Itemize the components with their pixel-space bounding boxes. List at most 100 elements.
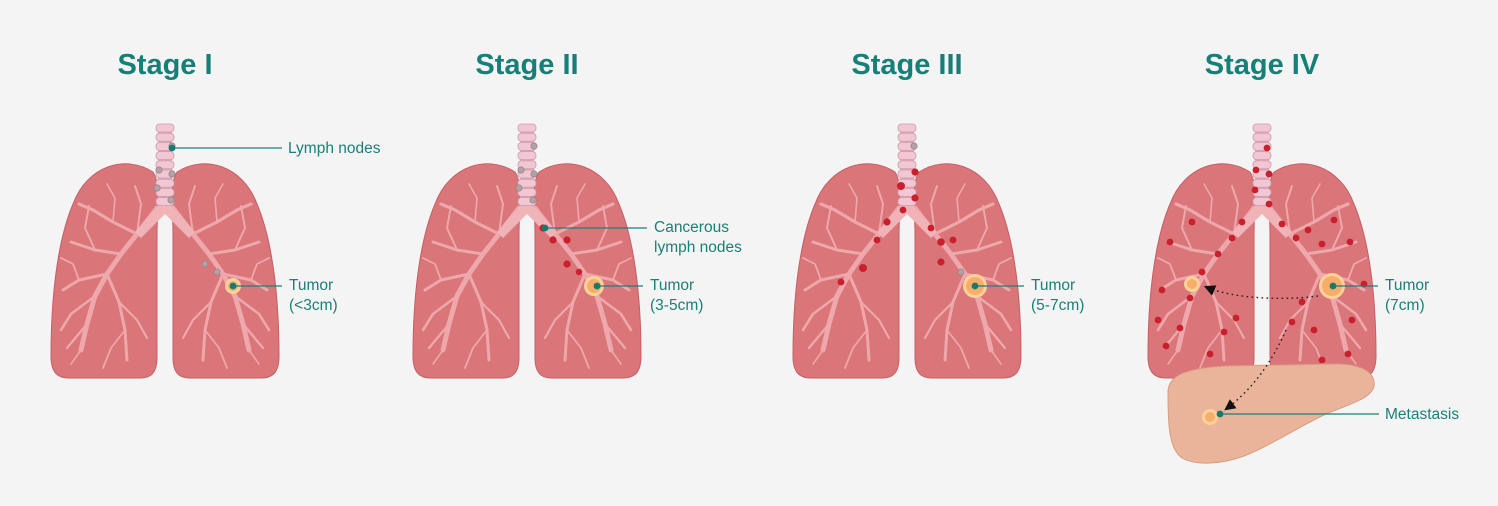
bronchial-branch xyxy=(105,272,129,362)
label-tumor-4-line: (7cm) xyxy=(1385,297,1425,314)
bronchial-branch xyxy=(1338,322,1362,350)
bronchial-branch xyxy=(60,257,80,281)
metastatic-node xyxy=(1162,342,1170,350)
lymph-node xyxy=(837,278,845,286)
bronchial-branch xyxy=(1298,272,1322,362)
trachea-ring xyxy=(897,188,917,197)
trachea-ring xyxy=(897,151,917,161)
label-tumor-2-line: Tumor xyxy=(650,277,694,294)
trachea-ring xyxy=(155,151,175,161)
bronchial-branch xyxy=(117,300,149,340)
lungs-stage-3 xyxy=(792,123,1022,379)
bronchial-branch xyxy=(1285,185,1293,235)
lymph-node xyxy=(859,264,867,272)
bronchial-branch xyxy=(956,183,966,223)
tumor-3-dot xyxy=(971,282,979,290)
bronchial-branch xyxy=(422,257,442,281)
trachea-ring xyxy=(155,123,175,133)
stage-title: Stage I xyxy=(117,49,212,81)
bronchial-branch xyxy=(201,272,225,362)
lymph-node xyxy=(201,260,209,268)
lungs-stage-1 xyxy=(50,123,280,379)
lymph-node xyxy=(549,236,557,244)
label-tumor-4: Tumor(7cm) xyxy=(1385,277,1429,314)
bronchial-branch xyxy=(1347,257,1367,281)
trachea-ring xyxy=(1252,178,1272,188)
bronchial-branch xyxy=(1330,294,1368,332)
bronchial-branch xyxy=(930,185,938,235)
label-tumor-3: Tumor(5-7cm) xyxy=(1031,277,1084,314)
trachea-ring xyxy=(1252,151,1272,161)
metastatic-node xyxy=(1220,328,1228,336)
metastatic-node xyxy=(1346,238,1354,246)
bronchial-branch xyxy=(181,300,213,340)
bronchial-branch xyxy=(844,329,868,369)
lymph-node xyxy=(530,142,538,150)
tumor-4-dot xyxy=(1329,282,1337,290)
metastatic-node xyxy=(1214,250,1222,258)
bronchial-branch xyxy=(923,300,955,340)
metastatic-node xyxy=(1348,316,1356,324)
label-metastasis: Metastasis xyxy=(1385,406,1459,423)
stage-title: Stage II xyxy=(475,49,578,81)
bronchial-branch xyxy=(439,202,501,236)
lymph-node xyxy=(910,142,918,150)
bronchial-branch xyxy=(467,272,491,362)
lymph-node xyxy=(153,184,161,192)
lymph-node xyxy=(529,196,537,204)
trachea-ring xyxy=(1252,132,1272,142)
metastatic-node xyxy=(1265,170,1273,178)
lymph-node xyxy=(957,268,965,276)
left-lung xyxy=(50,163,159,379)
bronchial-branch xyxy=(1288,202,1350,236)
label-lymph-nodes: Lymph nodes xyxy=(288,140,381,157)
spread-arrow-lung xyxy=(1203,285,1319,300)
lymph-node xyxy=(883,218,891,226)
lungs-stage-4 xyxy=(1147,123,1377,379)
metastatic-node xyxy=(1206,350,1214,358)
right-lung xyxy=(171,163,280,379)
label-tumor-3-line: Tumor xyxy=(1031,277,1075,294)
bronchial-branch xyxy=(826,205,838,251)
label-tumor-1: Tumor(<3cm) xyxy=(289,277,338,314)
lymph-nodes-dot xyxy=(168,144,176,152)
bronchial-branch xyxy=(550,185,558,235)
metastatic-node xyxy=(1288,318,1296,326)
metastatic-node xyxy=(1166,238,1174,246)
right-lung xyxy=(913,163,1022,379)
bronchial-branch xyxy=(248,349,260,365)
bronchial-branch xyxy=(1231,185,1239,235)
bronchial-branch xyxy=(204,329,228,369)
lymph-node xyxy=(897,182,905,190)
bronchial-branch xyxy=(496,185,504,235)
lymph-node xyxy=(167,196,175,204)
bronchial-branch xyxy=(106,183,116,223)
lymph-node xyxy=(530,170,538,178)
lymph-node xyxy=(213,268,221,276)
metastasis-dot xyxy=(1216,410,1224,418)
lymph-node xyxy=(168,170,176,178)
bronchial-branch xyxy=(70,349,82,365)
bronchial-branch xyxy=(612,257,632,281)
trachea-ring xyxy=(517,123,537,133)
bronchial-branch xyxy=(576,183,586,223)
metastatic-node xyxy=(1298,298,1306,306)
trachea-ring xyxy=(517,151,537,161)
trachea-ring xyxy=(155,160,175,170)
metastatic-node xyxy=(1344,350,1352,358)
metastatic-node xyxy=(1251,186,1259,194)
left-lung xyxy=(792,163,901,379)
trachea-ring xyxy=(517,188,537,197)
metastatic-node xyxy=(1176,324,1184,332)
liver-metastasis xyxy=(1205,412,1215,422)
bronchial-branch xyxy=(933,202,995,236)
bronchial-branch xyxy=(1174,202,1236,236)
lung-metastasis xyxy=(1187,279,1197,289)
trachea-ring xyxy=(517,160,537,170)
bronchial-branch xyxy=(819,202,881,236)
label-tumor-2: Tumor(3-5cm) xyxy=(650,277,703,314)
bronchial-branch xyxy=(191,202,253,236)
trachea-ring xyxy=(897,123,917,133)
bronchial-branch xyxy=(603,322,627,350)
